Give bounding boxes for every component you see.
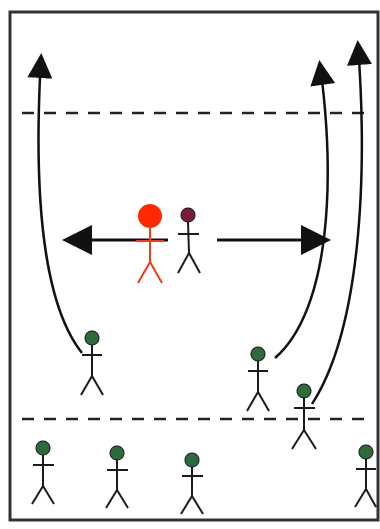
waiting-player-3 bbox=[181, 453, 203, 514]
waiting-player-1 bbox=[32, 441, 54, 504]
tagger-figure bbox=[136, 204, 164, 283]
runner-left bbox=[81, 331, 103, 395]
waiting-player-2 bbox=[106, 446, 128, 508]
left-curved-arrow bbox=[39, 58, 82, 353]
runner-right bbox=[292, 384, 316, 449]
runner-mid-right bbox=[247, 347, 269, 411]
middle-right-curved-arrow bbox=[275, 65, 328, 358]
right-curved-arrow bbox=[312, 45, 362, 404]
center-player-figure bbox=[178, 208, 200, 273]
waiting-player-4 bbox=[355, 445, 376, 507]
